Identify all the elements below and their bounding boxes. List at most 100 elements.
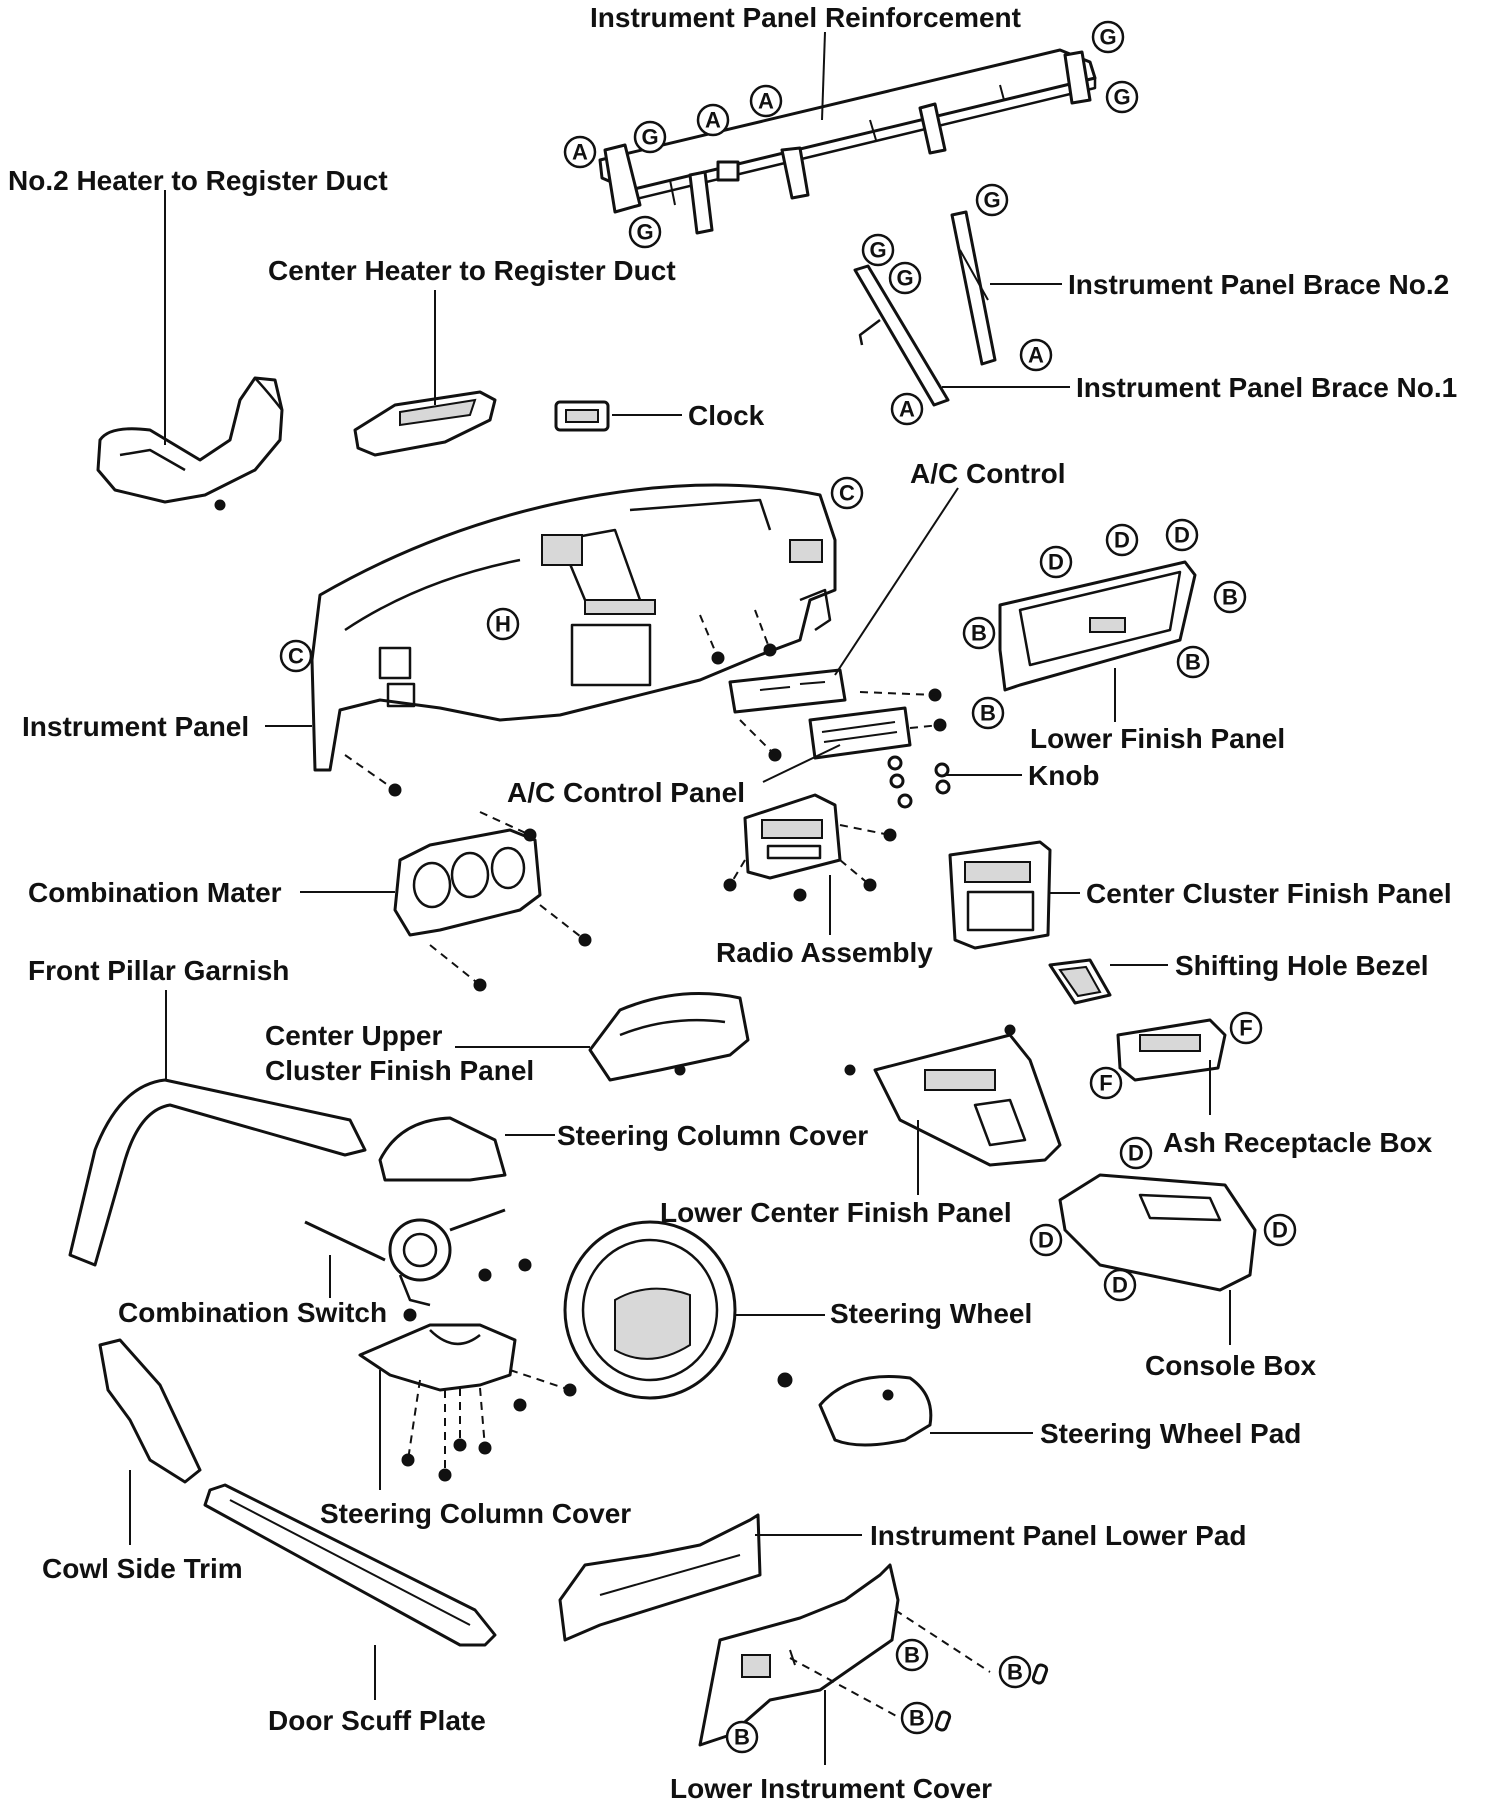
label-instrument-panel: Instrument Panel: [22, 711, 249, 742]
label-steering-wheel-pad: Steering Wheel Pad: [1040, 1418, 1301, 1449]
lower-center-finish-panel-part: [873, 1033, 1062, 1167]
leader-lines: [129, 31, 1231, 1765]
svg-text:D: D: [1128, 1141, 1144, 1166]
label-instrument-panel-lower-pad: Instrument Panel Lower Pad: [870, 1520, 1247, 1551]
shifting-hole-bezel-part: [1048, 958, 1112, 1005]
label-shifting-hole-bezel: Shifting Hole Bezel: [1175, 950, 1429, 981]
lower-instrument-cover-part: [698, 1563, 900, 1747]
label-steering-column-cover-lower: Steering Column Cover: [320, 1498, 631, 1529]
instrument-panel-brace-no1-part: [853, 264, 950, 407]
svg-text:A: A: [572, 140, 588, 165]
label-knob: Knob: [1028, 760, 1100, 791]
steering-column-cover-upper-part: [378, 1116, 507, 1182]
marker-d: D: [1103, 1268, 1137, 1302]
svg-text:F: F: [1099, 1071, 1112, 1096]
center-heater-duct-part: [353, 390, 497, 457]
label-combination-switch: Combination Switch: [118, 1297, 387, 1328]
svg-text:C: C: [839, 481, 855, 506]
marker-a: A: [890, 392, 924, 426]
label-ash-receptacle-box: Ash Receptacle Box: [1163, 1127, 1433, 1158]
combination-switch-part: [304, 1208, 506, 1307]
radio-assembly-part: [743, 793, 842, 880]
label-lower-instrument-cover: Lower Instrument Cover: [670, 1773, 992, 1804]
svg-text:C: C: [288, 644, 304, 669]
reference-markers: G G G G G G G A A A A A C C H D D D B B …: [279, 20, 1297, 1754]
marker-b: B: [971, 696, 1005, 730]
marker-d: D: [1165, 518, 1199, 552]
svg-text:A: A: [705, 108, 721, 133]
svg-text:D: D: [1038, 1228, 1054, 1253]
marker-a: A: [563, 135, 597, 169]
label-front-pillar-garnish: Front Pillar Garnish: [28, 955, 289, 986]
label-combination-meter: Combination Mater: [28, 877, 282, 908]
label-ac-control: A/C Control: [910, 458, 1066, 489]
svg-text:G: G: [636, 220, 653, 245]
svg-text:G: G: [1113, 85, 1130, 110]
marker-h: H: [486, 607, 520, 641]
svg-text:B: B: [904, 1643, 920, 1668]
svg-text:A: A: [758, 89, 774, 114]
svg-text:D: D: [1112, 1273, 1128, 1298]
instrument-panel-part: [310, 483, 837, 772]
marker-g: G: [1091, 20, 1125, 54]
label-instrument-panel-reinforcement: Instrument Panel Reinforcement: [590, 2, 1021, 33]
svg-text:B: B: [1185, 650, 1201, 675]
svg-text:G: G: [896, 266, 913, 291]
label-steering-column-cover-upper: Steering Column Cover: [557, 1120, 868, 1151]
clip-fasteners: [934, 1663, 1049, 1732]
label-steering-wheel: Steering Wheel: [830, 1298, 1032, 1329]
part-labels: Instrument Panel Reinforcement No.2 Heat…: [8, 2, 1457, 1804]
marker-f: F: [1229, 1011, 1263, 1045]
marker-d: D: [1105, 523, 1139, 557]
marker-d: D: [1119, 1136, 1153, 1170]
center-upper-cluster-finish-panel-part: [588, 992, 750, 1082]
svg-text:B: B: [734, 1725, 750, 1750]
marker-c: C: [279, 639, 313, 673]
marker-a: A: [1019, 338, 1053, 372]
marker-g: G: [888, 261, 922, 295]
label-instrument-panel-brace-no2: Instrument Panel Brace No.2: [1068, 269, 1449, 300]
label-door-scuff-plate: Door Scuff Plate: [268, 1705, 486, 1736]
marker-a: A: [749, 84, 783, 118]
svg-text:H: H: [495, 612, 511, 637]
combination-meter-part: [393, 828, 542, 937]
marker-g: G: [1105, 80, 1139, 114]
label-lower-center-finish-panel: Lower Center Finish Panel: [660, 1197, 1012, 1228]
marker-g: G: [975, 183, 1009, 217]
clock-part: [554, 400, 610, 432]
steering-column-cover-lower-part: [358, 1323, 517, 1392]
marker-d: D: [1039, 545, 1073, 579]
lower-finish-panel-part: [998, 560, 1197, 692]
svg-text:B: B: [971, 621, 987, 646]
svg-text:D: D: [1048, 550, 1064, 575]
marker-b: B: [900, 1701, 934, 1735]
assembly-guide-lines: [344, 609, 991, 1719]
svg-text:G: G: [983, 188, 1000, 213]
svg-text:B: B: [1007, 1660, 1023, 1685]
marker-b: B: [998, 1655, 1032, 1689]
svg-text:B: B: [909, 1706, 925, 1731]
label-instrument-panel-brace-no1: Instrument Panel Brace No.1: [1076, 372, 1457, 403]
svg-text:D: D: [1272, 1218, 1288, 1243]
label-cowl-side-trim: Cowl Side Trim: [42, 1553, 243, 1584]
svg-text:D: D: [1114, 528, 1130, 553]
label-lower-finish-panel: Lower Finish Panel: [1030, 723, 1285, 754]
instrument-panel-reinforcement-part: [598, 48, 1097, 235]
marker-b: B: [725, 1720, 759, 1754]
svg-text:G: G: [641, 125, 658, 150]
label-center-upper-cluster-line1: Center Upper: [265, 1020, 442, 1051]
label-console-box: Console Box: [1145, 1350, 1317, 1381]
marker-g: G: [628, 215, 662, 249]
instrument-panel-brace-no2-part: [950, 210, 997, 366]
marker-a: A: [696, 103, 730, 137]
svg-text:A: A: [899, 397, 915, 422]
marker-b: B: [962, 616, 996, 650]
ash-receptacle-box-part: [1116, 1018, 1227, 1082]
marker-b: B: [895, 1638, 929, 1672]
marker-c: C: [830, 476, 864, 510]
marker-f: F: [1089, 1066, 1123, 1100]
label-no2-heater-to-register-duct: No.2 Heater to Register Duct: [8, 165, 388, 196]
label-radio-assembly: Radio Assembly: [716, 937, 933, 968]
label-center-upper-cluster-line2: Cluster Finish Panel: [265, 1055, 534, 1086]
